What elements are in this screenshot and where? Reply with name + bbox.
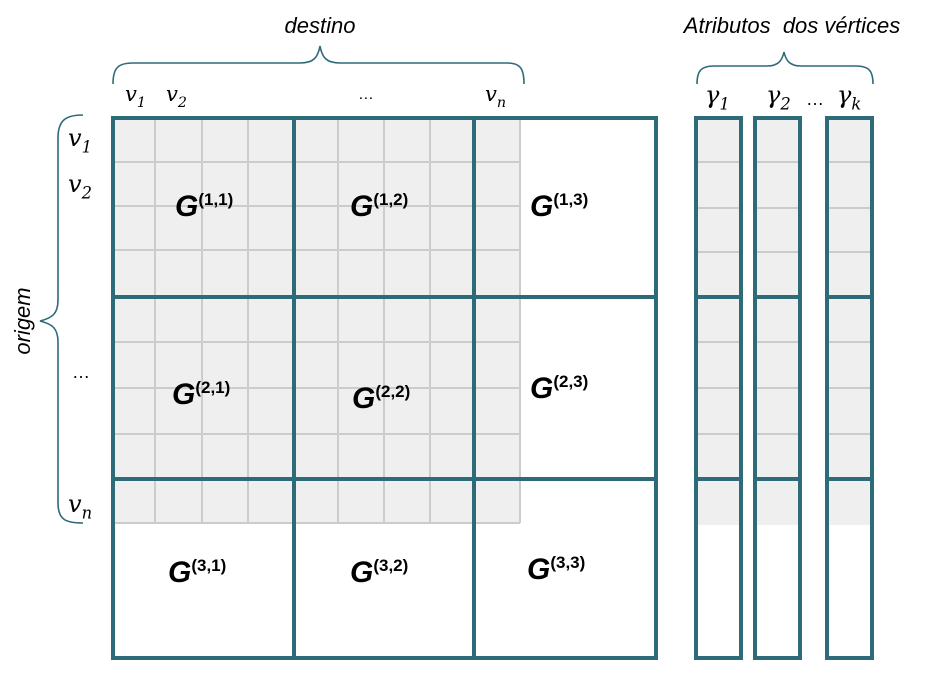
dest-vertex-label: vn [485, 82, 506, 111]
attribute-label: γ1 [705, 81, 730, 114]
block-label: G(3,1) [168, 556, 226, 589]
attribute-cell-fill [755, 118, 800, 525]
origin-vertex-label: v1 [68, 124, 92, 157]
block-label: G(1,1) [175, 190, 233, 223]
block-label: G(2,2) [352, 382, 410, 415]
attribute-column [753, 116, 802, 660]
block-label: G(3,2) [350, 556, 408, 589]
block-label: G(2,1) [172, 378, 230, 411]
attribute-label: γk [837, 81, 861, 114]
origin-vertex-label: … [72, 362, 90, 382]
block-label: G(2,3) [530, 372, 588, 405]
block-label: G(3,3) [527, 553, 585, 586]
origin-vertex-label: v2 [68, 170, 92, 203]
origin-vertex-labels: v1 v2 … vn [68, 124, 92, 523]
attribute-column [825, 116, 874, 660]
destino-brace [112, 45, 525, 85]
matrix-outer-border [111, 116, 658, 660]
origem-brace [39, 114, 84, 524]
atributos-brace [696, 51, 874, 85]
cell-fill [113, 118, 520, 523]
attribute-column [694, 116, 743, 660]
dest-vertex-label: … [358, 86, 374, 103]
block-borders [111, 116, 658, 660]
atributos-label: Atributos dos vértices [682, 13, 900, 38]
attribute-labels: γ1 γ2 … γk [705, 81, 861, 114]
attribute-cell-fill [696, 118, 741, 525]
block-label: G(1,2) [350, 190, 408, 223]
dest-vertex-label: v1 [125, 82, 146, 111]
attribute-cell-fill [827, 118, 872, 525]
adjacency-cell-area [113, 118, 521, 524]
attribute-label: … [806, 89, 824, 109]
origem-label: origem [10, 287, 35, 354]
dest-vertex-label: v2 [166, 82, 187, 111]
block-label: G(1,3) [530, 190, 588, 223]
attribute-column-borders [694, 116, 874, 660]
origin-vertex-label: vn [68, 490, 92, 523]
destination-vertex-labels: v1 v2 … vn [125, 82, 506, 111]
attribute-cell-area [696, 118, 872, 525]
destino-label: destino [285, 13, 356, 38]
block-labels: G(1,1) G(1,2) G(1,3) G(2,1) G(2,2) G(2,3) G(3,… [168, 190, 588, 589]
attribute-label: γ2 [766, 81, 791, 114]
